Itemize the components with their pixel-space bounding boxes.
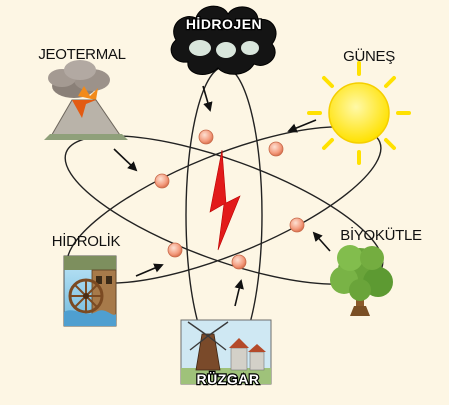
biomass-label: BİYOKÜTLE (340, 226, 422, 244)
electron (232, 255, 246, 269)
water-wheel-icon (64, 256, 116, 326)
hydrogen-label: HİDROJEN (186, 16, 262, 32)
arrow-hydrogen (203, 86, 210, 110)
electron (269, 142, 283, 156)
electron (199, 130, 213, 144)
wind-label: RÜZGAR (197, 371, 260, 387)
solar-label: GÜNEŞ (343, 47, 395, 65)
electron (168, 243, 182, 257)
arrow-geothermal (114, 149, 136, 170)
electron (155, 174, 169, 188)
tree-icon (330, 245, 393, 316)
arrow-biomass (314, 233, 330, 251)
arrow-hydro (136, 265, 162, 276)
electrons (155, 130, 304, 269)
electron (290, 218, 304, 232)
sun-icon (309, 63, 409, 163)
hydro-label: HİDROLİK (52, 232, 121, 250)
lightning-bolt-icon (210, 150, 240, 250)
volcano-icon (44, 60, 128, 140)
arrow-wind (235, 281, 241, 306)
geothermal-label: JEOTERMAL (38, 46, 125, 63)
